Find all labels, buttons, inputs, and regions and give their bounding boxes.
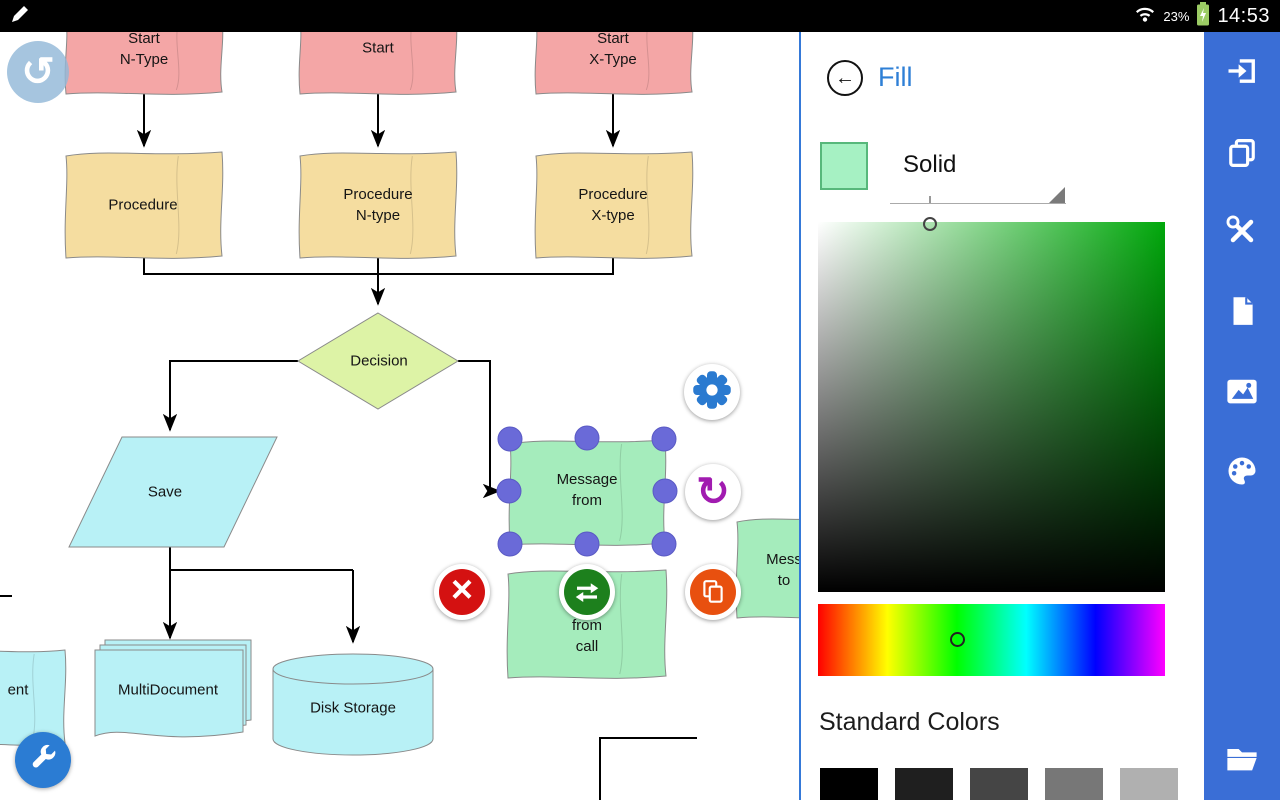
back-button[interactable]: ←	[827, 60, 863, 96]
battery-percent: 23%	[1163, 8, 1190, 24]
edit-pencil-icon	[10, 4, 30, 29]
shape-crease	[645, 155, 650, 255]
page-icon	[1225, 294, 1259, 333]
copy-pages-icon	[1224, 135, 1260, 176]
selection-handle[interactable]	[651, 531, 677, 557]
export-icon	[1224, 53, 1260, 94]
shape-procedure[interactable]	[64, 151, 224, 259]
fill-type-dropdown[interactable]	[890, 203, 1066, 204]
battery-charging-icon	[1196, 1, 1210, 31]
shape-settings-button[interactable]	[684, 364, 740, 420]
shape-procedure-xtype[interactable]	[534, 151, 694, 259]
standard-color-swatch[interactable]	[895, 768, 953, 800]
shape-crease	[645, 32, 650, 91]
wifi-icon	[1134, 5, 1156, 28]
shape-crease	[619, 443, 623, 542]
shape-decision[interactable]	[297, 312, 459, 410]
style-palette-button[interactable]	[1214, 445, 1270, 501]
current-fill-swatch[interactable]	[820, 142, 868, 190]
selection-handle[interactable]	[574, 425, 600, 451]
saturation-value-picker[interactable]	[818, 222, 1165, 592]
standard-colors-heading: Standard Colors	[819, 708, 1000, 736]
rotate-icon: ↻	[696, 470, 730, 514]
shape-save[interactable]	[68, 436, 278, 548]
selection-handle[interactable]	[496, 478, 522, 504]
undo-button[interactable]: ↺	[7, 41, 69, 103]
duplicate-shape-button[interactable]	[685, 564, 741, 620]
swap-shape-button[interactable]	[559, 564, 615, 620]
shape-crease	[409, 155, 414, 255]
shape-start-xtype[interactable]	[534, 32, 694, 95]
copy-icon	[690, 569, 736, 615]
panel-title: Fill	[878, 62, 913, 92]
standard-color-swatch[interactable]	[820, 768, 878, 800]
clock-time: 14:53	[1217, 4, 1270, 27]
new-page-button[interactable]	[1214, 285, 1270, 341]
selection-handle[interactable]	[652, 478, 678, 504]
shape-start-ntype[interactable]	[64, 32, 224, 95]
shape-crease	[619, 573, 623, 675]
image-icon	[1224, 373, 1260, 414]
tools-menu-button[interactable]	[1214, 205, 1270, 261]
selection-handle[interactable]	[574, 531, 600, 557]
tools-button[interactable]	[15, 732, 71, 788]
swap-arrows-icon	[564, 569, 610, 615]
dropdown-tick	[929, 196, 931, 203]
shape-crease	[409, 32, 414, 91]
standard-color-swatch[interactable]	[970, 768, 1028, 800]
rotate-shape-button[interactable]: ↻	[685, 464, 741, 520]
wrench-icon	[28, 743, 58, 778]
right-toolbar	[1204, 32, 1280, 800]
export-button[interactable]	[1214, 45, 1270, 101]
standard-color-swatch[interactable]	[1120, 768, 1178, 800]
shape-crease	[175, 155, 180, 255]
close-icon: ×	[439, 569, 485, 615]
status-bar: 23% 14:53	[0, 0, 1280, 32]
palette-icon	[1224, 453, 1260, 494]
diagram-canvas[interactable]: Start N-Type Start Start X-Type Procedur…	[0, 32, 801, 800]
gear-icon	[692, 370, 732, 415]
fill-type-value: Solid	[903, 151, 957, 178]
connector-lines	[0, 94, 697, 800]
shape-start[interactable]	[298, 32, 458, 95]
shape-multidocument[interactable]	[94, 649, 244, 738]
undo-icon: ↺	[21, 50, 55, 94]
hue-marker[interactable]	[950, 632, 965, 647]
folder-icon	[1224, 740, 1260, 781]
saturation-marker[interactable]	[923, 217, 937, 231]
crossed-tools-icon	[1224, 213, 1260, 254]
shape-crease	[175, 32, 180, 91]
duplicate-button[interactable]	[1214, 127, 1270, 183]
flowchart-svg	[0, 32, 801, 800]
shape-procedure-ntype[interactable]	[298, 151, 458, 259]
delete-shape-button[interactable]: ×	[434, 564, 490, 620]
back-arrow-icon: ←	[835, 66, 855, 89]
hue-slider[interactable]	[818, 604, 1165, 676]
selection-handle[interactable]	[497, 426, 523, 452]
fill-panel: ← Fill Solid Standard Colors	[802, 32, 1204, 800]
selection-handle[interactable]	[651, 426, 677, 452]
selection-handle[interactable]	[497, 531, 523, 557]
shape-message-from[interactable]	[508, 439, 667, 546]
standard-color-swatch[interactable]	[1045, 768, 1103, 800]
insert-image-button[interactable]	[1214, 365, 1270, 421]
open-file-button[interactable]	[1214, 732, 1270, 788]
shape-disk-storage-top	[272, 653, 434, 685]
standard-colors-row	[820, 768, 1178, 800]
shape-message-to[interactable]	[735, 518, 801, 619]
shape-disk-storage-body[interactable]	[272, 668, 434, 756]
chevron-down-icon[interactable]	[1049, 187, 1065, 203]
